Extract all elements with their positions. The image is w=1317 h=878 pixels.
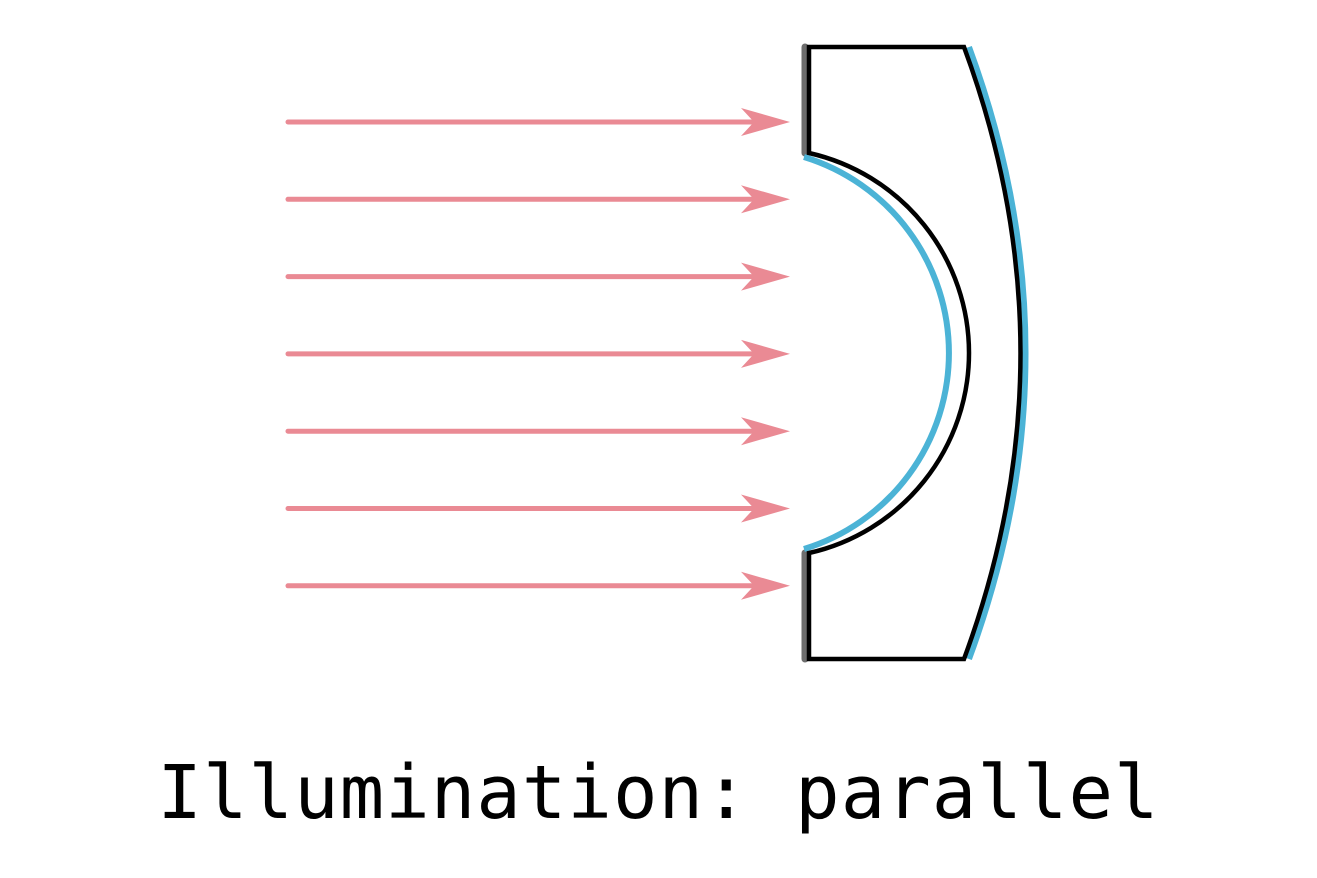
ray-arrowhead bbox=[741, 108, 790, 136]
ray-arrowhead bbox=[741, 571, 790, 600]
ray bbox=[285, 108, 790, 136]
lens-outline bbox=[806, 44, 1023, 662]
lens-convex-surface-highlight bbox=[966, 45, 1029, 661]
ray bbox=[285, 571, 790, 600]
ray-arrowhead bbox=[741, 417, 790, 446]
ray bbox=[285, 262, 790, 291]
ray-arrowhead bbox=[741, 494, 790, 523]
illumination-caption: Illumination: parallel bbox=[157, 750, 1160, 836]
incident-rays bbox=[285, 108, 790, 600]
ray-arrowhead bbox=[741, 339, 790, 368]
ray bbox=[285, 494, 790, 523]
ray bbox=[285, 185, 790, 214]
lens-concave-surface-highlight bbox=[803, 154, 952, 552]
ray bbox=[285, 417, 790, 446]
ray-arrowhead bbox=[741, 185, 790, 214]
lens bbox=[801, 43, 1029, 663]
ray bbox=[285, 339, 790, 368]
ray-arrowhead bbox=[741, 262, 790, 291]
